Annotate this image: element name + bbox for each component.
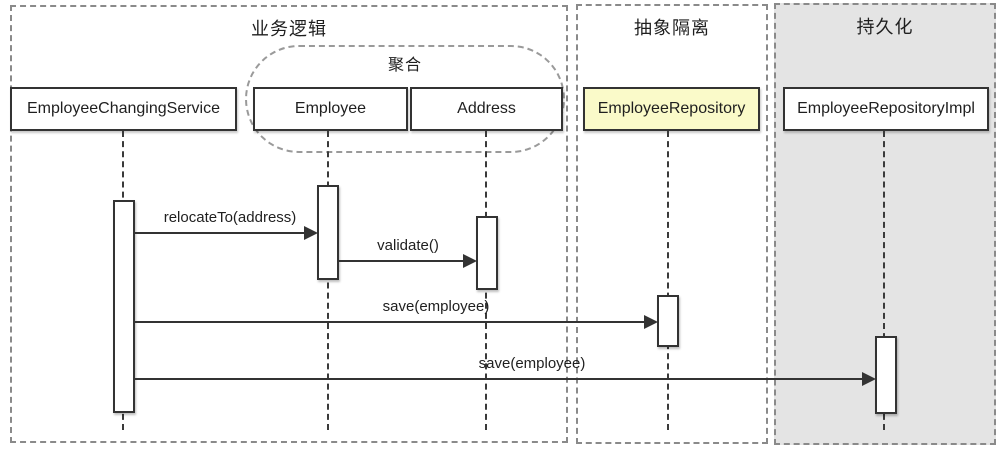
activation-employee-repository-impl xyxy=(875,336,897,414)
message-line-save-repository xyxy=(135,321,650,323)
arrowhead-icon xyxy=(862,372,876,386)
participant-employee-repository: EmployeeRepository xyxy=(583,87,760,131)
region-abstraction-isolation: 抽象隔离 xyxy=(576,4,768,444)
participant-address: Address xyxy=(410,87,563,131)
participant-employee-repository-impl: EmployeeRepositoryImpl xyxy=(783,87,989,131)
activation-address xyxy=(476,216,498,290)
activation-employee xyxy=(317,185,339,280)
region-business-logic-title: 业务逻辑 xyxy=(251,19,327,39)
arrowhead-icon xyxy=(304,226,318,240)
participant-employee-changing-service: EmployeeChangingService xyxy=(10,87,237,131)
activation-employee-changing-service xyxy=(113,200,135,413)
message-line-save-repository-impl xyxy=(135,378,868,380)
lifeline-employee xyxy=(327,131,329,430)
message-label-save-repository-impl: save(employee) xyxy=(478,355,586,372)
aggregate-group-outline xyxy=(245,45,565,153)
message-label-validate: validate() xyxy=(377,237,439,254)
region-persistence-title: 持久化 xyxy=(856,17,914,37)
message-label-relocate-to: relocateTo(address) xyxy=(163,209,297,226)
activation-employee-repository xyxy=(657,295,679,347)
arrowhead-icon xyxy=(463,254,477,268)
participant-employee: Employee xyxy=(253,87,408,131)
aggregate-group-title: 聚合 xyxy=(387,57,422,74)
lifeline-employee-repository xyxy=(667,131,669,430)
message-label-save-repository: save(employee) xyxy=(382,298,490,315)
region-abstraction-isolation-title: 抽象隔离 xyxy=(634,18,710,38)
arrowhead-icon xyxy=(644,315,658,329)
message-line-validate xyxy=(339,260,469,262)
lifeline-employee-repository-impl xyxy=(883,131,885,430)
message-line-relocate-to xyxy=(135,232,310,234)
